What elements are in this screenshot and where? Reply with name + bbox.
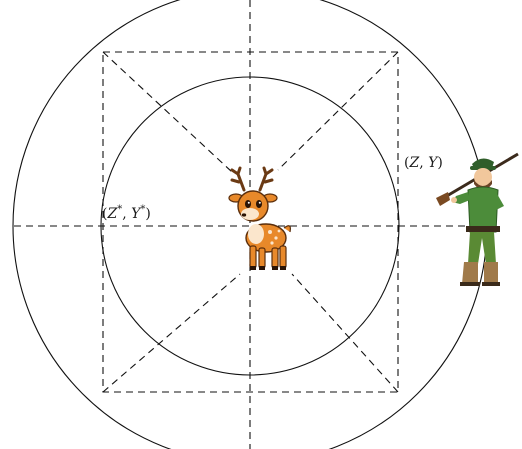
diagonal-top-left bbox=[102, 51, 233, 173]
diagonal-bottom-left bbox=[102, 273, 241, 393]
diagonal-top-right bbox=[277, 51, 399, 171]
diagonal-bottom-right bbox=[291, 273, 399, 393]
deer-icon bbox=[228, 166, 291, 270]
inner-point-label: (Z*, Y*) bbox=[102, 204, 151, 222]
outer-circle bbox=[12, 0, 488, 449]
hunter-icon bbox=[436, 152, 519, 286]
outer-point-label: (Z, Y) bbox=[404, 155, 443, 171]
